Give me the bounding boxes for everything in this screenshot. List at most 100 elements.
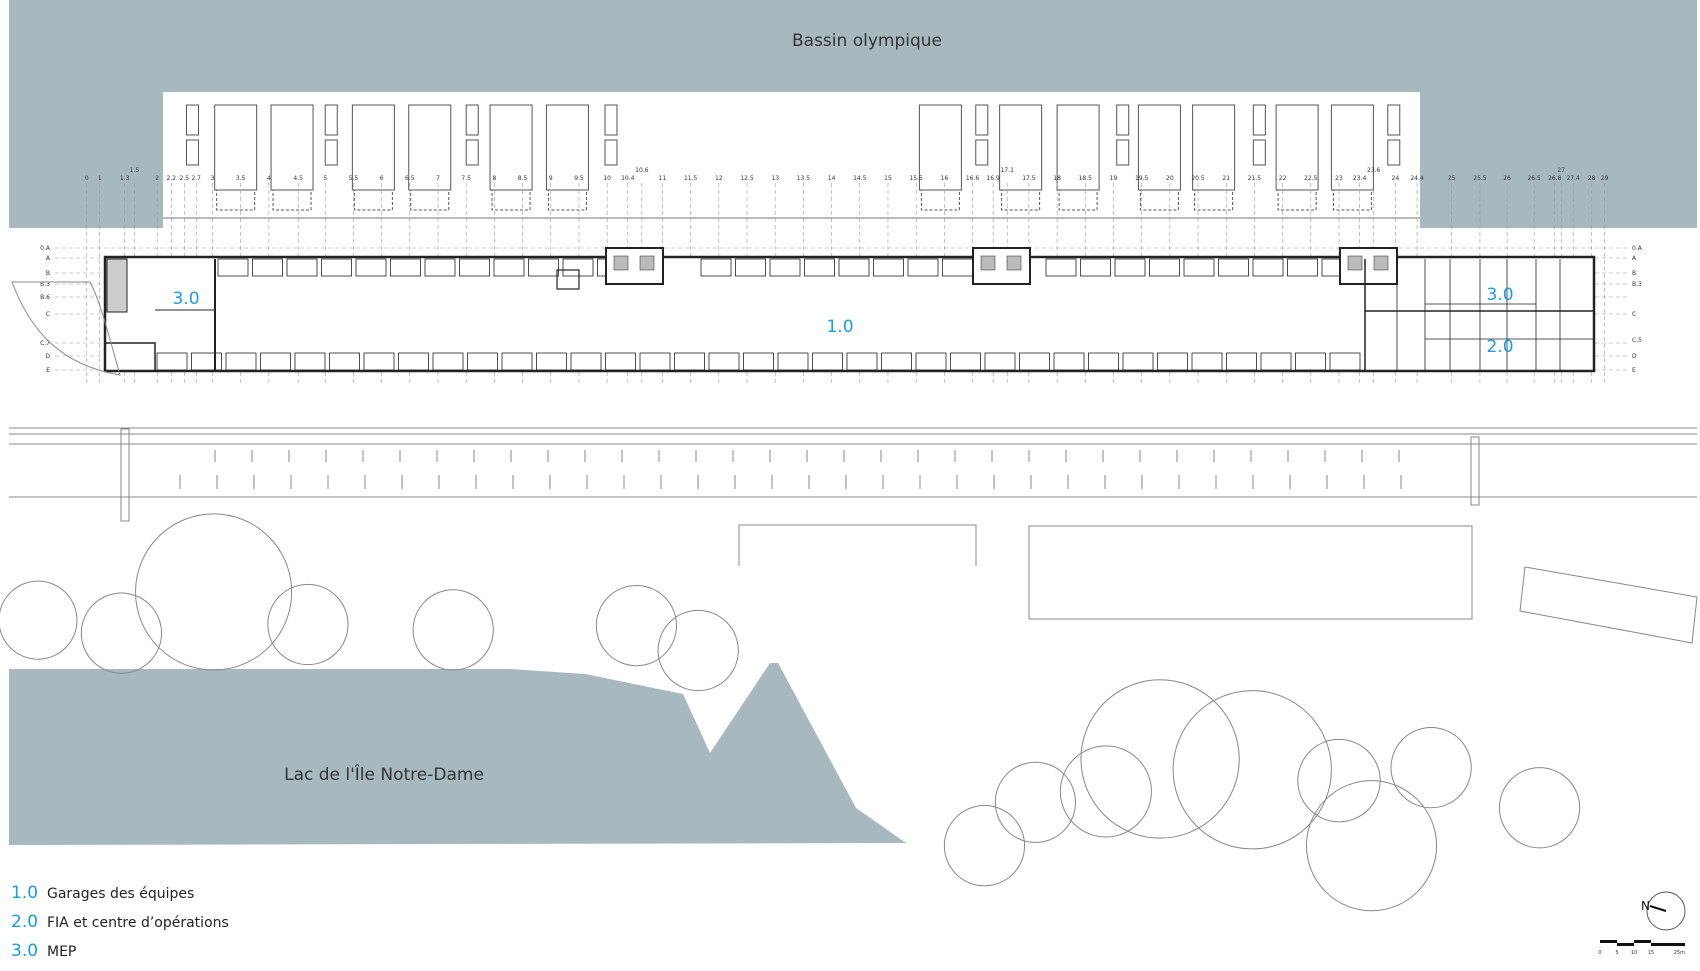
grid-column-label: 23.6 bbox=[1367, 167, 1381, 174]
grid-column-label: 25 bbox=[1448, 175, 1456, 182]
pavilion bbox=[1056, 104, 1100, 191]
grid-column-label: 6.5 bbox=[405, 175, 415, 182]
grid-column-label: 7.5 bbox=[461, 175, 471, 182]
tree bbox=[1080, 679, 1240, 839]
tree bbox=[1297, 738, 1381, 823]
north-arrow: N bbox=[1641, 891, 1686, 931]
scale-tick-label: 15 bbox=[1648, 950, 1654, 956]
tree bbox=[267, 583, 349, 666]
grid-row-label: D bbox=[45, 353, 50, 360]
grid-column-label: 20 bbox=[1166, 175, 1174, 182]
elevator bbox=[1006, 255, 1022, 271]
grid-column-label: 27.4 bbox=[1566, 175, 1580, 182]
pavilion-canopy bbox=[491, 189, 531, 211]
garage-bay-bottom bbox=[1157, 352, 1188, 371]
elevator bbox=[613, 255, 629, 271]
pavilion bbox=[545, 104, 589, 191]
pavilion-canopy bbox=[353, 189, 393, 211]
pavilion bbox=[1192, 104, 1236, 191]
elevator bbox=[1347, 255, 1363, 271]
garage-bay-bottom bbox=[881, 352, 912, 371]
garage-bay-bottom bbox=[363, 352, 395, 371]
garage-bay-top bbox=[493, 258, 525, 277]
grid-column-label: 8 bbox=[492, 175, 496, 182]
grid-column-label: 4.5 bbox=[293, 175, 303, 182]
garage-bay-top bbox=[700, 258, 732, 277]
grid-row-label: E bbox=[1632, 367, 1636, 374]
pavilion-canopy bbox=[920, 189, 960, 211]
garage-bay-top bbox=[355, 258, 387, 277]
grid-column-label: 12.5 bbox=[740, 175, 754, 182]
lake-label: Lac de l'Île Notre-Dame bbox=[284, 763, 484, 785]
pavilion bbox=[918, 104, 962, 191]
garage-bay-top bbox=[459, 258, 490, 277]
legend-code: 1.0 bbox=[11, 883, 39, 903]
garage-bay-bottom bbox=[260, 352, 291, 371]
garage-bay-bottom bbox=[605, 352, 636, 371]
grid-column-label: 26 bbox=[1503, 175, 1511, 182]
garage-bay-bottom bbox=[1226, 352, 1257, 371]
scale-tick-label: 5 bbox=[1615, 950, 1618, 956]
grid-row-label: E bbox=[46, 367, 50, 374]
garage-bay-bottom bbox=[708, 352, 740, 371]
grid-column-label: 8.5 bbox=[518, 175, 528, 182]
north-label: N bbox=[1641, 899, 1650, 913]
tree bbox=[80, 592, 163, 674]
pavilion-annex bbox=[1387, 104, 1401, 136]
grid-row-label: A bbox=[46, 255, 51, 262]
grid-column-label: 2 bbox=[155, 175, 159, 182]
pavilion-canopy bbox=[272, 189, 312, 211]
pavilion-annex bbox=[1116, 139, 1130, 166]
pavilion-annex bbox=[975, 104, 989, 136]
post bbox=[120, 428, 130, 522]
garage-bay-top bbox=[1149, 258, 1180, 277]
pavilion-annex bbox=[324, 139, 338, 166]
garage-bay-bottom bbox=[1122, 352, 1154, 371]
grid-row-label: B.3 bbox=[40, 281, 50, 288]
pavilion-annex bbox=[324, 104, 338, 136]
grid-row-label: D bbox=[1632, 353, 1637, 360]
tree bbox=[1390, 726, 1472, 809]
pavilion-annex bbox=[185, 139, 199, 166]
tree bbox=[657, 609, 739, 692]
pavilion-canopy bbox=[1332, 189, 1372, 211]
garage-bay-bottom bbox=[984, 352, 1016, 371]
grid-column-label: 26.8 bbox=[1548, 175, 1562, 182]
legend: 1.0 Garages des équipes 2.0 FIA et centr… bbox=[11, 883, 229, 970]
grid-column-label: 17.1 bbox=[1001, 167, 1015, 174]
garage-bay-top bbox=[217, 258, 249, 277]
grid-column-label: 28 bbox=[1588, 175, 1596, 182]
grid-row-label: B bbox=[46, 270, 50, 277]
grid-column-label: 10.6 bbox=[635, 167, 649, 174]
grid-column-label: 1.5 bbox=[130, 167, 140, 174]
scale-segment bbox=[1617, 943, 1634, 946]
pavilion-annex bbox=[465, 104, 479, 136]
legend-item: 2.0 FIA et centre d’opérations bbox=[11, 912, 229, 941]
tree bbox=[0, 580, 78, 660]
scale-segment bbox=[1651, 943, 1685, 946]
garage-bay-bottom bbox=[536, 352, 567, 371]
grid-column-label: 24.4 bbox=[1410, 175, 1424, 182]
grid-column-label: 14 bbox=[828, 175, 836, 182]
garage-building bbox=[103, 247, 1596, 373]
grid-column-label: 15 bbox=[884, 175, 892, 182]
tree bbox=[1305, 780, 1438, 912]
grid-column-label: 17.5 bbox=[1022, 175, 1036, 182]
grid-row-label: C bbox=[1632, 311, 1636, 318]
pavilion-canopy bbox=[216, 189, 256, 211]
tree bbox=[412, 589, 494, 671]
garage-bay-bottom bbox=[915, 352, 947, 371]
garage-bay-bottom bbox=[1053, 352, 1085, 371]
grid-column-label: 21 bbox=[1222, 175, 1230, 182]
grid-column-label: 16.6 bbox=[966, 175, 980, 182]
legend-item: 1.0 Garages des équipes bbox=[11, 883, 229, 912]
grid-row-label: C.5 bbox=[1632, 337, 1642, 344]
garage-bay-top bbox=[1218, 258, 1249, 277]
garage-bay-bottom bbox=[1295, 352, 1326, 371]
pavilion-annex bbox=[1387, 139, 1401, 166]
garage-bay-top bbox=[390, 258, 421, 277]
grid-row-label: C bbox=[46, 311, 50, 318]
lac-ile-notre-dame bbox=[9, 663, 906, 845]
garage-bay-top bbox=[424, 258, 456, 277]
tent-structure bbox=[1028, 525, 1473, 620]
